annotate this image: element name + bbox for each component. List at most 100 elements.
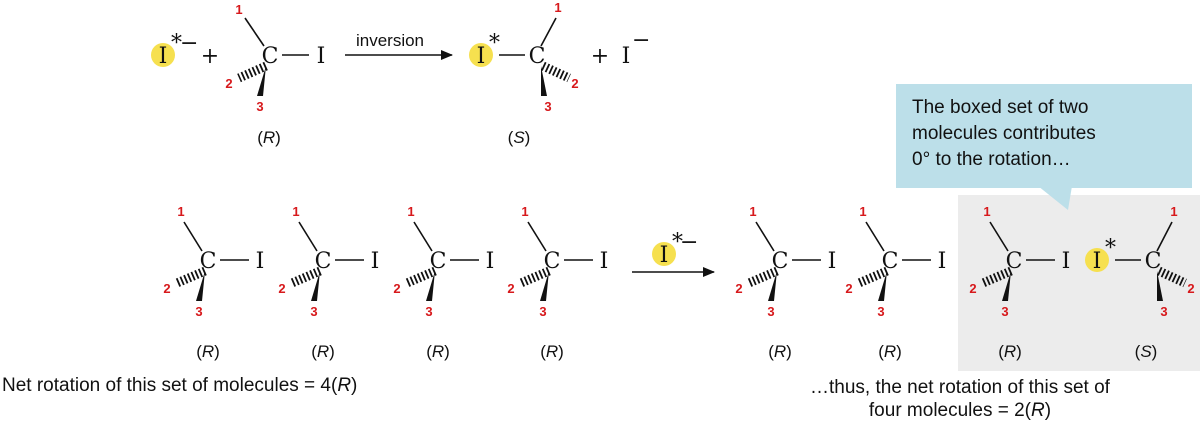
- carbon-atom: C: [882, 249, 899, 274]
- substituent-1-label: 1: [407, 204, 414, 219]
- iodine-atom: I: [660, 243, 669, 268]
- molecule-before-1: 1 C I 2 3: [163, 204, 264, 319]
- iodine-atom: I: [371, 249, 380, 274]
- substituent-3-label: 3: [767, 304, 774, 319]
- inversion-label: inversion: [356, 31, 424, 50]
- molecule-after-2: 1 C I 2 3: [845, 204, 946, 319]
- substituent-1-label: 1: [292, 204, 299, 219]
- charge-minus: −: [680, 230, 698, 255]
- callout-line-1: The boxed set of two: [912, 97, 1088, 118]
- charge-minus: −: [180, 31, 198, 56]
- label-highlight: [652, 242, 676, 266]
- carbon-atom: C: [529, 44, 546, 69]
- substituent-1-label: 1: [177, 204, 184, 219]
- substituent-3-label: 3: [195, 304, 202, 319]
- callout: The boxed set of two molecules contribut…: [896, 84, 1192, 210]
- iodine-atom: I: [486, 249, 495, 274]
- label-highlight: [469, 43, 493, 67]
- callout-pointer: [1038, 186, 1072, 210]
- callout-line-2: molecules contributes: [912, 123, 1096, 144]
- substituent-1-label: 1: [749, 204, 756, 219]
- config-label: (R): [768, 342, 792, 361]
- callout-bubble: [896, 84, 1192, 188]
- label-highlight: [1085, 248, 1109, 272]
- product-config: (S): [508, 128, 531, 147]
- substituent-1-label: 1: [521, 204, 528, 219]
- label-highlight: [151, 43, 175, 67]
- carbon-atom: C: [1006, 249, 1023, 274]
- substituent-2-label: 2: [225, 76, 232, 91]
- left-caption: Net rotation of this set of molecules = …: [2, 375, 357, 396]
- substituent-2-label: 2: [735, 281, 742, 296]
- substituent-3-label: 3: [425, 304, 432, 319]
- boxed-pair: [958, 195, 1200, 371]
- callout-line-3: 0° to the rotation…: [912, 149, 1071, 170]
- iodine-atom: I: [828, 249, 837, 274]
- plus-sign: +: [201, 44, 219, 69]
- substituent-2-label: 2: [845, 281, 852, 296]
- reactant-molecule: 1 C I 2 3: [225, 2, 325, 114]
- carbon-atom: C: [544, 249, 561, 274]
- carbon-atom: C: [772, 249, 789, 274]
- iodine-atom: I: [600, 249, 609, 274]
- config-label: (R): [311, 342, 335, 361]
- substituent-3-label: 3: [1160, 304, 1167, 319]
- iodine-atom: I: [1093, 249, 1102, 274]
- right-caption-line-1: …thus, the net rotation of this set of: [810, 377, 1111, 398]
- substituent-2-label: 2: [278, 281, 285, 296]
- isotope-star: *: [672, 230, 683, 255]
- charge-minus: −: [632, 28, 650, 53]
- top-reaction: I * − + 1 C I 2 3 (R) inversion I * C 1: [151, 0, 650, 147]
- plus-sign: +: [591, 44, 609, 69]
- substituent-1-label: 1: [235, 2, 242, 17]
- iodine-atom: I: [938, 249, 947, 274]
- substituent-2-label: 2: [163, 281, 170, 296]
- reactant-config: (R): [257, 128, 281, 147]
- substituent-2-label: 2: [969, 281, 976, 296]
- substituent-3-label: 3: [256, 99, 263, 114]
- carbon-atom: C: [315, 249, 332, 274]
- molecule-after-3: 1 C I 2 3: [969, 204, 1070, 319]
- carbon-atom: C: [200, 249, 217, 274]
- molecule-before-3: 1 C I 2 3: [393, 204, 494, 319]
- reagent-labeled-iodide: I * −: [652, 230, 698, 268]
- right-caption-line-2: four molecules = 2(R): [869, 400, 1051, 421]
- molecule-after-1: 1 C I 2 3: [735, 204, 836, 319]
- config-label: (R): [196, 342, 220, 361]
- carbon-atom: C: [1145, 249, 1162, 274]
- config-label: (R): [998, 342, 1022, 361]
- carbon-atom: C: [430, 249, 447, 274]
- molecule-before-2: 1 C I 2 3: [278, 204, 379, 319]
- iodine-atom: I: [159, 44, 168, 69]
- molecule-before-4: 1 C I 2 3: [507, 204, 608, 319]
- product-molecule: I * C 1 2 3: [469, 0, 579, 114]
- config-label: (S): [1135, 342, 1158, 361]
- substituent-3-label: 3: [877, 304, 884, 319]
- isotope-star: *: [489, 31, 500, 56]
- substituent-2-label: 2: [507, 281, 514, 296]
- substituent-3-label: 3: [310, 304, 317, 319]
- config-label: (R): [540, 342, 564, 361]
- substituent-1-label: 1: [859, 204, 866, 219]
- substituent-2-label: 2: [1187, 281, 1194, 296]
- config-label: (R): [878, 342, 902, 361]
- iodine-atom: I: [1062, 249, 1071, 274]
- isotope-star: *: [1105, 236, 1116, 261]
- substituent-1-label: 1: [1170, 204, 1177, 219]
- substituent-2-label: 2: [393, 281, 400, 296]
- iodine-atom: I: [317, 44, 326, 69]
- carbon-atom: C: [262, 44, 279, 69]
- substituent-3-label: 3: [1001, 304, 1008, 319]
- substituent-1-label: 1: [983, 204, 990, 219]
- substituent-3-label: 3: [544, 99, 551, 114]
- substituent-1-label: 1: [554, 0, 561, 15]
- substituent-2-label: 2: [571, 76, 578, 91]
- config-label: (R): [426, 342, 450, 361]
- iodine-atom: I: [477, 44, 486, 69]
- isotope-star: *: [171, 31, 182, 56]
- substituent-3-label: 3: [539, 304, 546, 319]
- leaving-iodine: I: [622, 44, 631, 69]
- molecule-after-4-inverted: I * C 1 2 3: [1085, 204, 1195, 319]
- iodine-atom: I: [256, 249, 265, 274]
